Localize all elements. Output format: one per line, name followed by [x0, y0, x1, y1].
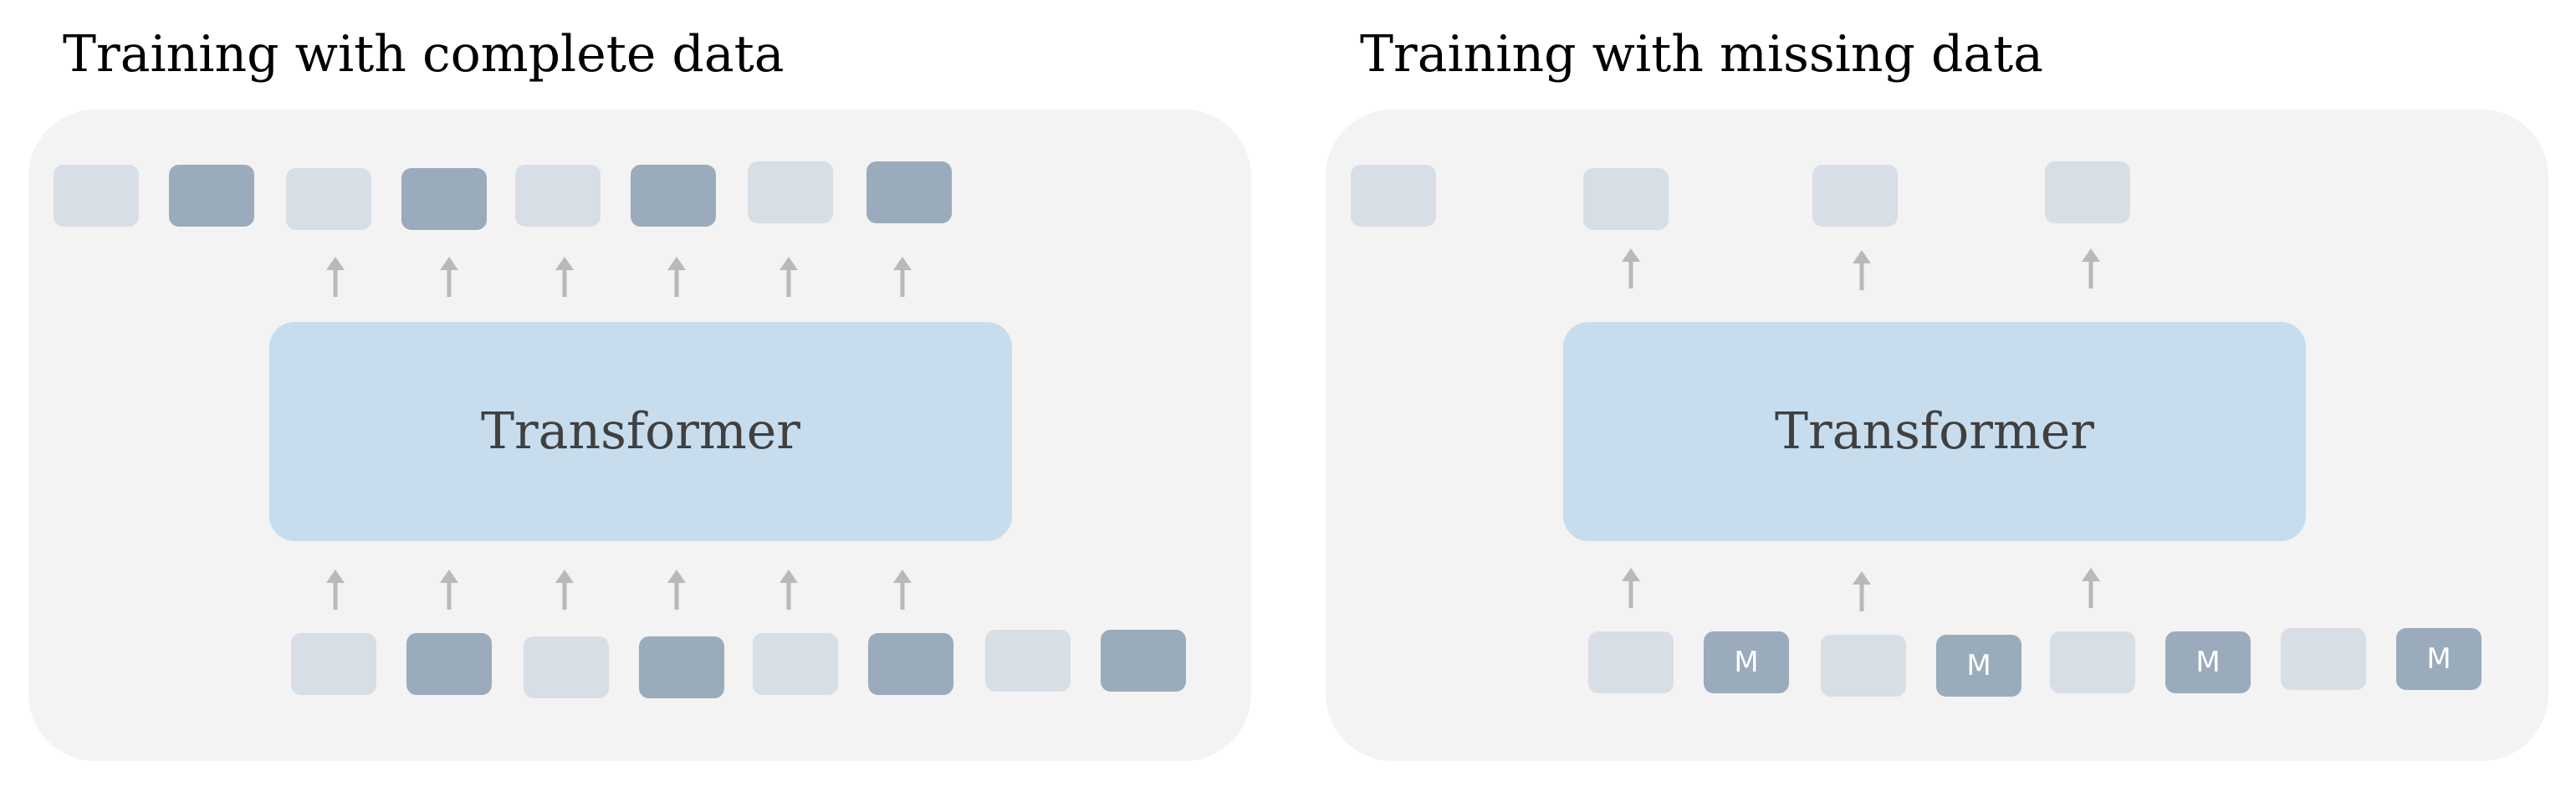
mask-token-label: M: [1734, 646, 1759, 679]
transformer-block: Transformer: [1563, 322, 2306, 541]
output-token: [54, 165, 139, 227]
arrow-up-icon: [552, 568, 577, 611]
output-token: [866, 161, 952, 223]
panel-title-complete: Training with complete data: [63, 25, 785, 84]
output-token: [1583, 168, 1669, 230]
output-token: [748, 161, 833, 223]
transformer-label: Transformer: [480, 402, 800, 461]
arrow-up-icon: [1849, 570, 1874, 613]
arrow-up-icon: [552, 255, 577, 299]
arrow-up-icon: [1618, 247, 1643, 290]
input-token: [753, 633, 838, 695]
mask-token-label: M: [2195, 646, 2221, 679]
input-token: [524, 636, 609, 698]
mask-token-label: M: [2426, 642, 2451, 676]
input-token: [985, 630, 1071, 692]
arrow-up-icon: [776, 255, 801, 299]
input-token: [406, 633, 492, 695]
arrow-up-icon: [1849, 248, 1874, 292]
arrow-up-icon: [890, 255, 915, 299]
input-token: [1588, 631, 1674, 693]
input-token: [1821, 635, 1906, 697]
input-token: [2281, 628, 2366, 690]
output-token: [515, 165, 601, 227]
arrow-up-icon: [664, 255, 689, 299]
mask-token: M: [2396, 628, 2481, 690]
output-token: [1351, 165, 1436, 227]
arrow-up-icon: [776, 568, 801, 611]
transformer-block: Transformer: [269, 322, 1012, 541]
input-token: [2050, 631, 2135, 693]
arrow-up-icon: [2078, 566, 2103, 610]
mask-token-label: M: [1966, 649, 1991, 682]
mask-token: M: [1704, 631, 1789, 693]
output-token: [1812, 165, 1898, 227]
panel-complete-data: Transformer: [28, 110, 1251, 761]
input-token: [1101, 630, 1186, 692]
output-token: [2045, 161, 2130, 223]
arrow-up-icon: [323, 255, 348, 299]
mask-token: M: [1936, 635, 2021, 697]
transformer-label: Transformer: [1774, 402, 2094, 461]
output-token: [286, 168, 371, 230]
panel-missing-data: Transformer M M M M: [1326, 110, 2548, 761]
input-token: [639, 636, 724, 698]
output-token: [401, 168, 487, 230]
input-token: [291, 633, 376, 695]
panel-title-missing: Training with missing data: [1360, 25, 2044, 84]
arrow-up-icon: [890, 568, 915, 611]
mask-token: M: [2165, 631, 2251, 693]
input-token: [868, 633, 953, 695]
arrow-up-icon: [437, 568, 462, 611]
arrow-up-icon: [664, 568, 689, 611]
output-token: [169, 165, 254, 227]
arrow-up-icon: [2078, 247, 2103, 290]
arrow-up-icon: [323, 568, 348, 611]
output-token: [631, 165, 716, 227]
arrow-up-icon: [1618, 566, 1643, 610]
arrow-up-icon: [437, 255, 462, 299]
